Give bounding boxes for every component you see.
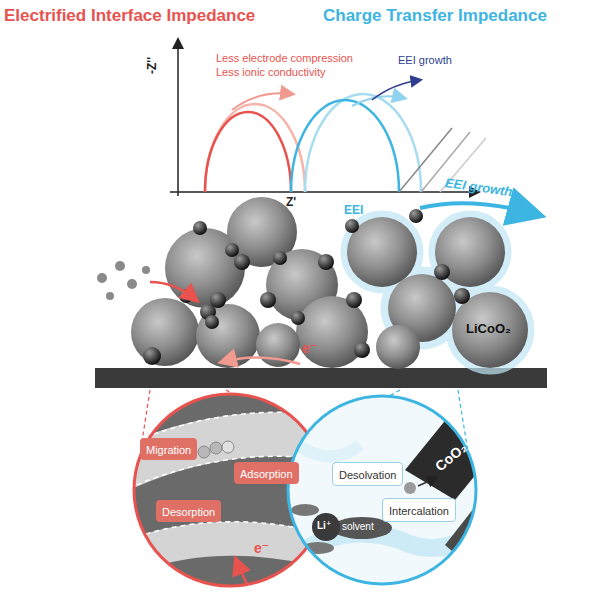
step-text: Desolvation [339, 469, 396, 481]
material-label: CoO₂ [476, 517, 514, 552]
step-tag: Migration [140, 438, 197, 460]
trend-note: Less electrode compression [216, 52, 353, 65]
step-tag: Desorption [156, 500, 221, 522]
axis-label: Z' [286, 196, 296, 210]
panel-title: Charge Transfer Impedance [323, 6, 547, 26]
material-label: LiCoO₂ [466, 322, 511, 337]
step-text: Adsorption [240, 468, 293, 480]
step-tag: Adsorption [234, 462, 299, 484]
trend-note: Less ionic conductivity [216, 66, 325, 79]
step-tag: Desolvation [332, 462, 403, 486]
layer-label: EEI [344, 204, 363, 218]
step-text: Migration [146, 444, 191, 456]
molecule-label: solvent [342, 521, 374, 533]
electron-label: e⁻ [302, 340, 317, 356]
trend-note: EEI growth [398, 54, 452, 67]
step-tag: Intercalation [382, 498, 456, 522]
step-text: Intercalation [389, 505, 449, 517]
step-text: Desorption [162, 506, 215, 518]
growth-label: EEI growth [444, 176, 513, 200]
electron-label: e⁻ [254, 540, 269, 556]
axis-label: -Z'' [146, 57, 160, 74]
panel-title: Electrified Interface Impedance [4, 6, 255, 26]
ion-label: Li⁺ [317, 520, 331, 532]
